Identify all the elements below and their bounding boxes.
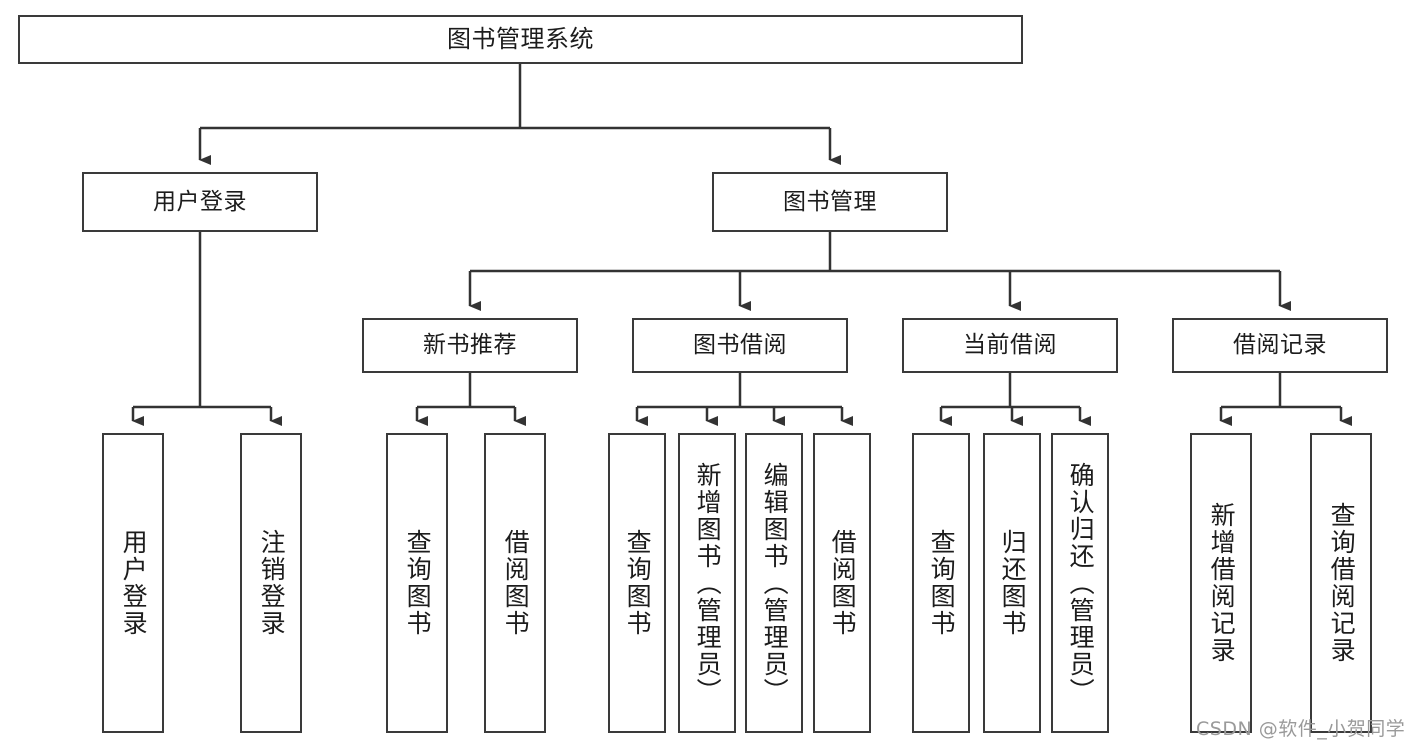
node-label: 归还图书 [998, 529, 1028, 637]
node-book-management[interactable]: 图书管理 [712, 172, 948, 232]
node-label: 借阅图书 [828, 529, 858, 637]
leaf-query-book-recommend[interactable]: 查询图书 [386, 433, 448, 733]
node-label: 查询图书 [927, 529, 957, 637]
node-borrow-record[interactable]: 借阅记录 [1172, 318, 1388, 373]
node-current-borrow[interactable]: 当前借阅 [902, 318, 1118, 373]
node-label: 当前借阅 [963, 332, 1057, 359]
leaf-query-borrow-record[interactable]: 查询借阅记录 [1310, 433, 1372, 733]
node-label: 查询图书 [403, 529, 433, 637]
node-label: 新增图书（管理员） [693, 461, 723, 705]
leaf-edit-book-admin[interactable]: 编辑图书（管理员） [745, 433, 803, 733]
leaf-logout[interactable]: 注销登录 [240, 433, 302, 733]
node-book-borrow[interactable]: 图书借阅 [632, 318, 848, 373]
watermark: CSDN @软件_小贺同学 [1196, 718, 1405, 740]
node-new-book-recommend[interactable]: 新书推荐 [362, 318, 578, 373]
node-label: 新书推荐 [423, 332, 517, 359]
node-label: 编辑图书（管理员） [760, 461, 790, 705]
node-root[interactable]: 图书管理系统 [18, 15, 1023, 64]
leaf-borrow-book-recommend[interactable]: 借阅图书 [484, 433, 546, 733]
node-label: 借阅图书 [501, 529, 531, 637]
node-label: 新增借阅记录 [1207, 502, 1237, 664]
leaf-query-book-current[interactable]: 查询图书 [912, 433, 970, 733]
node-label: 确认归还（管理员） [1066, 461, 1096, 705]
node-label: 图书管理 [783, 188, 877, 215]
node-label: 查询借阅记录 [1327, 502, 1357, 664]
node-label: 图书借阅 [693, 332, 787, 359]
leaf-return-book[interactable]: 归还图书 [983, 433, 1041, 733]
node-user-login[interactable]: 用户登录 [82, 172, 318, 232]
leaf-borrow-book[interactable]: 借阅图书 [813, 433, 871, 733]
leaf-add-borrow-record[interactable]: 新增借阅记录 [1190, 433, 1252, 733]
node-label: 注销登录 [257, 529, 287, 637]
leaf-query-book-borrow[interactable]: 查询图书 [608, 433, 666, 733]
node-label: 查询图书 [623, 529, 653, 637]
node-label: 图书管理系统 [447, 24, 594, 53]
node-label: 借阅记录 [1233, 332, 1327, 359]
node-label: 用户登录 [153, 188, 247, 215]
leaf-confirm-return-admin[interactable]: 确认归还（管理员） [1051, 433, 1109, 733]
node-label: 用户登录 [119, 529, 149, 637]
leaf-user-login[interactable]: 用户登录 [102, 433, 164, 733]
leaf-add-book-admin[interactable]: 新增图书（管理员） [678, 433, 736, 733]
